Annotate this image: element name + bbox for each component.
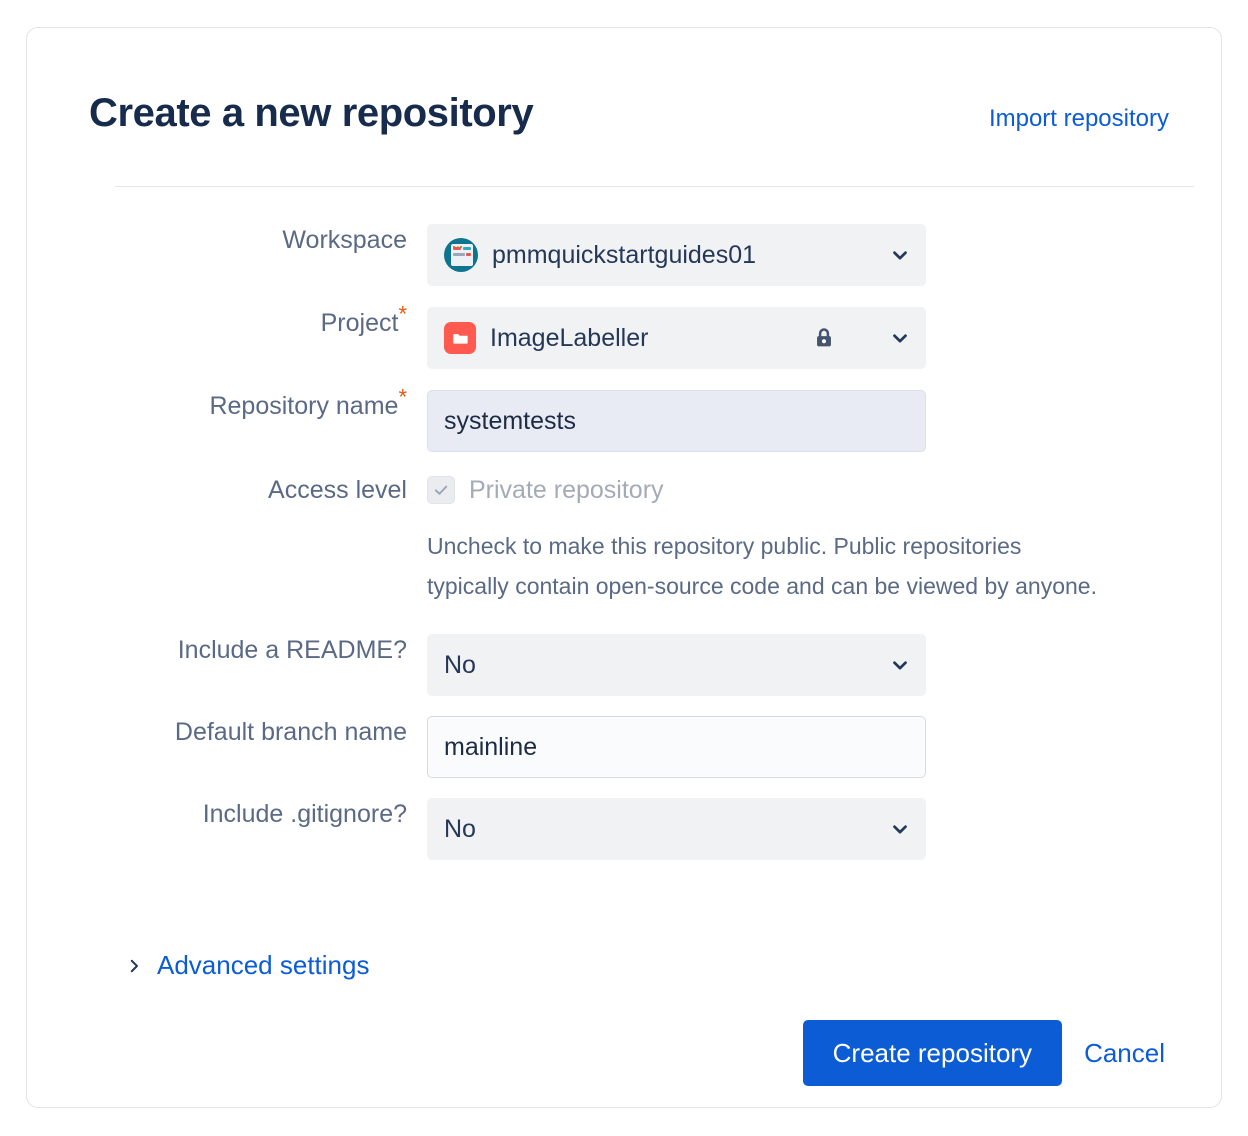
create-repository-form: Workspace pmmquickstartguides01 (115, 224, 1195, 860)
project-row: Project* ImageLabeller (115, 301, 1195, 369)
default-branch-input[interactable]: mainline (427, 716, 926, 778)
default-branch-value: mainline (444, 732, 538, 761)
include-gitignore-label: Include .gitignore? (202, 800, 407, 828)
include-gitignore-value: No (444, 814, 476, 843)
include-readme-value: No (444, 650, 476, 679)
create-repository-card: Create a new repository Import repositor… (26, 27, 1222, 1108)
include-readme-select[interactable]: No (427, 634, 926, 696)
default-branch-row: Default branch name mainline (115, 716, 1195, 778)
repository-name-input[interactable]: systemtests (427, 390, 926, 452)
include-gitignore-select[interactable]: No (427, 798, 926, 860)
workspace-value: pmmquickstartguides01 (492, 240, 757, 269)
required-marker: * (398, 301, 407, 327)
chevron-right-icon (125, 955, 143, 977)
default-branch-label: Default branch name (174, 718, 407, 746)
project-select[interactable]: ImageLabeller (427, 307, 926, 369)
repository-name-label: Repository name* (209, 384, 407, 420)
cancel-button[interactable]: Cancel (1084, 1037, 1165, 1068)
workspace-avatar-icon (444, 238, 478, 272)
chevron-down-icon (889, 327, 911, 349)
page-title: Create a new repository (89, 91, 534, 135)
private-repository-checkbox[interactable] (427, 476, 455, 504)
card-header: Create a new repository Import repositor… (89, 89, 1169, 137)
chevron-down-icon (889, 818, 911, 840)
required-marker: * (398, 384, 407, 410)
advanced-settings-label: Advanced settings (157, 950, 370, 980)
project-value: ImageLabeller (490, 323, 649, 352)
advanced-settings-toggle[interactable]: Advanced settings (125, 950, 369, 981)
repository-name-row: Repository name* systemtests (115, 384, 1195, 452)
chevron-down-icon (889, 244, 911, 266)
private-repository-label: Private repository (469, 475, 664, 504)
create-repository-button[interactable]: Create repository (802, 1020, 1063, 1086)
repository-name-value: systemtests (444, 406, 576, 435)
include-readme-row: Include a README? No (115, 634, 1195, 696)
header-divider (115, 186, 1194, 187)
import-repository-link[interactable]: Import repository (988, 105, 1169, 132)
folder-icon (444, 322, 476, 354)
lock-icon (811, 323, 837, 353)
include-readme-label: Include a README? (177, 636, 407, 664)
workspace-label: Workspace (282, 226, 407, 254)
include-gitignore-row: Include .gitignore? No (115, 798, 1195, 860)
workspace-select[interactable]: pmmquickstartguides01 (427, 224, 926, 286)
project-label: Project* (320, 301, 407, 337)
private-repository-checkbox-row[interactable]: Private repository (427, 474, 1195, 506)
access-level-label: Access level (268, 476, 407, 504)
form-footer: Create repository Cancel (802, 1020, 1165, 1086)
check-icon (434, 485, 448, 495)
access-level-help-text: Uncheck to make this repository public. … (427, 533, 1097, 599)
chevron-down-icon (889, 654, 911, 676)
workspace-row: Workspace pmmquickstartguides01 (115, 224, 1195, 286)
access-level-row: Access level Private repository Uncheck … (115, 474, 1195, 606)
